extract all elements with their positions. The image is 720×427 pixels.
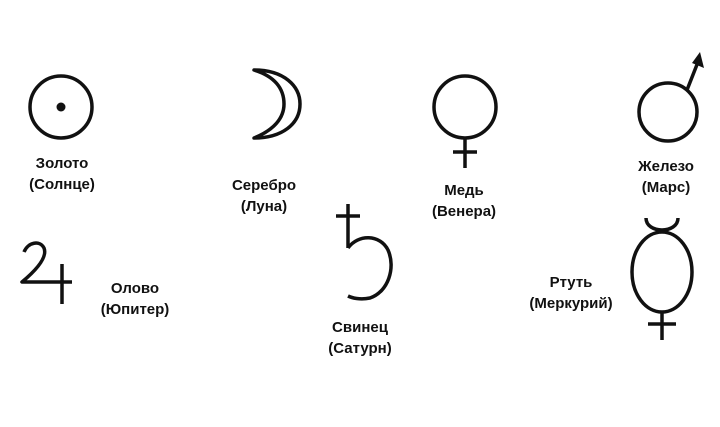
jupiter-icon <box>18 238 78 313</box>
planet-name: (Венера) <box>431 203 497 220</box>
element-label-gold: Золото (Солнце) <box>29 153 95 195</box>
element-label-lead: Свинец (Сатурн) <box>328 317 391 359</box>
planet-name: (Юпитер) <box>100 301 170 318</box>
element-label-silver: Серебро (Луна) <box>232 175 296 217</box>
planet-name: (Солнце) <box>29 176 95 193</box>
element-label-tin: Олово (Юпитер) <box>101 278 170 320</box>
element-name: Серебро <box>231 177 297 194</box>
planet-name: (Луна) <box>240 198 288 215</box>
moon-icon <box>244 64 304 149</box>
element-name: Железо <box>638 158 694 175</box>
element-name: Золото <box>35 155 89 172</box>
planet-name: (Сатурн) <box>328 340 392 357</box>
element-name: Ртуть <box>549 274 593 291</box>
element-label-mercury: Ртуть (Меркурий) <box>529 272 612 314</box>
mercury-icon <box>626 212 698 347</box>
planet-name: (Марс) <box>641 179 691 196</box>
element-label-iron: Железо (Марс) <box>638 156 694 198</box>
mars-icon <box>634 48 714 153</box>
venus-icon <box>430 72 500 175</box>
element-name: Олово <box>110 280 160 297</box>
planet-name: (Меркурий) <box>529 295 613 312</box>
saturn-icon <box>330 200 400 310</box>
element-name: Медь <box>444 182 484 199</box>
sun-icon <box>26 72 96 147</box>
element-name: Свинец <box>332 319 388 336</box>
element-label-copper: Медь (Венера) <box>432 180 496 222</box>
